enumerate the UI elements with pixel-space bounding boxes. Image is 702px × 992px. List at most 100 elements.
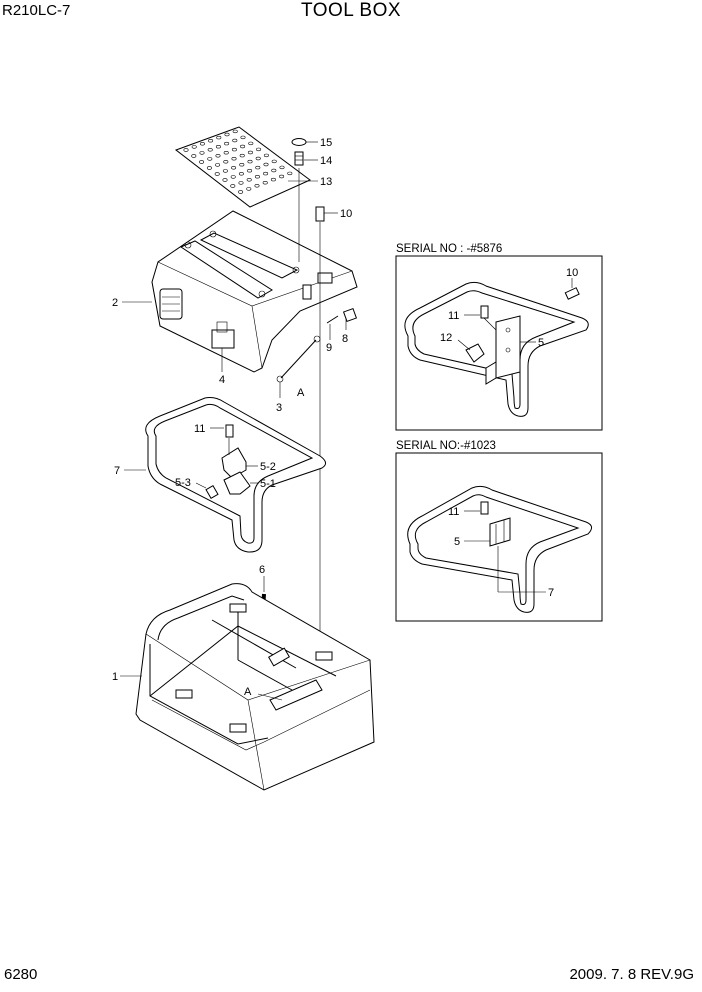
plate-hole [271,159,277,164]
tool-box-cover [151,210,358,373]
plate-hole [223,151,229,155]
plate-hole [263,153,269,158]
plate-hole [183,148,189,152]
leader-lines [120,141,347,701]
plate-hole [263,162,269,167]
model-code: R210LC-7 [2,2,71,19]
callout-5-1: 5-1 [260,478,276,490]
plate-hole [231,157,237,161]
callout-5-3: 5-3 [175,477,191,489]
plate-hole [247,159,253,164]
plate-hole [238,190,244,194]
callout-1: 1 [112,671,118,683]
inset-2-callout-7: 7 [548,587,554,599]
plate-hole [208,139,214,143]
plate-hole [199,151,205,155]
plate-hole [230,184,236,188]
inset-2-serial-label: SERIAL NO:-#1023 [396,440,496,452]
callout-6: 6 [259,564,265,576]
inset-2-callout-5: 5 [454,536,460,548]
inset-2-callout-11: 11 [448,506,459,518]
stay-rod [280,339,317,379]
inset-serial-1023: SERIAL NO:-#1023 11 5 7 [395,440,603,622]
latch-5-1 [223,471,251,495]
plate-hole [239,153,245,158]
plate-hole [270,177,276,182]
plate-hole [246,178,252,182]
plate-hole [232,138,238,143]
bolt-10 [315,206,325,222]
plate-hole [247,150,253,155]
plate-hole [255,165,261,170]
page-number: 6280 [4,966,38,983]
plate-hole [254,175,260,179]
inset-1-callout-10: 10 [566,267,578,279]
plate-hole [224,132,230,137]
callout-A-box: A [244,686,252,698]
plate-hole [248,141,254,146]
plate-hole [214,172,220,176]
callout-A-cover: A [297,387,305,399]
revision-date: 2009. 7. 8 REV.9G [569,966,694,983]
callout-7: 7 [114,465,120,477]
plate-hole [191,154,197,158]
callout-13: 13 [320,176,332,188]
plate-hole [215,163,221,167]
callout-8: 8 [342,333,348,345]
plate-hole [262,181,268,185]
cap-15 [291,138,307,146]
plate-hole [230,175,236,179]
plate-hole [256,147,262,152]
plate-hole [222,178,228,182]
callout-11: 11 [194,423,205,435]
plate-hole [231,147,237,152]
plate-hole [246,187,252,191]
plate-hole [191,145,197,149]
plate-hole [238,172,244,176]
bracket-5-2 [221,447,247,479]
bolt-11 [225,424,234,438]
plate-hole [232,129,238,134]
plate-hole [207,157,213,161]
tool-box-body [135,583,375,791]
plate-hole [224,141,230,146]
plate-hole [263,171,269,176]
inset-1-callout-12: 12 [440,332,452,344]
plate-hole [255,156,261,161]
inset-1-callout-5: 5 [538,337,544,349]
plate-hole [207,148,213,152]
inset-serial-5876: SERIAL NO : -#5876 11 12 5 10 [395,243,603,431]
bolt-14 [294,151,304,166]
plate-hole [287,171,293,176]
inset-1-callout-11: 11 [448,310,459,322]
callout-4: 4 [219,374,225,386]
plate-hole [206,166,212,170]
plate-hole [271,168,277,173]
plate-holes [183,129,293,194]
callout-14: 14 [320,155,332,167]
plate-hole [216,135,222,140]
callout-3: 3 [276,402,282,414]
plate-hole [215,154,221,158]
bolt-5-3 [205,484,219,500]
callout-10: 10 [340,208,352,220]
plate-hole [238,181,244,185]
plate-hole [279,174,285,179]
plate-hole [215,145,221,149]
plate-hole [240,144,246,149]
callout-5-2: 5-2 [260,461,276,473]
plate-hole [223,160,229,164]
plate-hole [254,184,260,188]
plate-hole [231,166,237,170]
plate-hole [247,169,253,173]
plate-hole [239,163,245,167]
plate-hole [222,169,228,173]
callout-15: 15 [320,137,332,149]
plate-hole [199,160,205,164]
callout-9: 9 [326,342,332,354]
plate-hole [240,135,246,140]
plate-hole [199,142,205,146]
inset-1-serial-label: SERIAL NO : -#5876 [396,243,502,255]
plate-hole [279,165,285,170]
